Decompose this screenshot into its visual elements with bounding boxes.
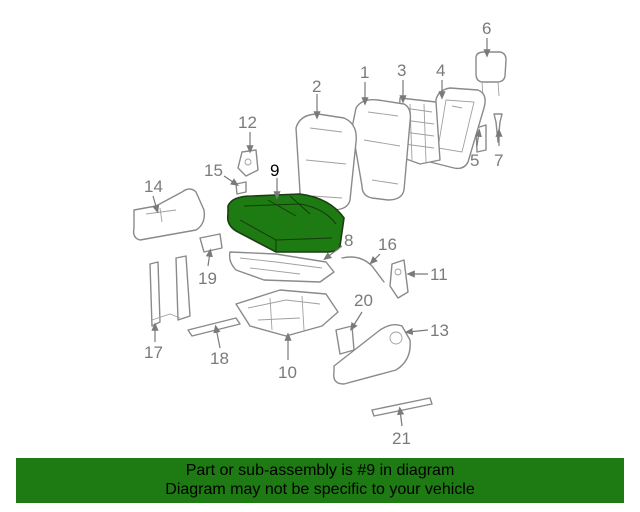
callout-6[interactable]: 6 [482,19,491,38]
callout-17[interactable]: 17 [144,343,163,362]
part-15-clip[interactable] [235,181,247,195]
banner-line-disclaimer: Diagram may not be specific to your vehi… [165,481,475,498]
callout-1[interactable]: 1 [360,63,369,82]
part-17-rail[interactable] [149,255,191,327]
leader-lines [151,38,503,427]
part-13-side-trim[interactable] [333,323,411,385]
callout-16[interactable]: 16 [378,235,397,254]
part-5-bracket[interactable] [475,124,487,153]
callout-19[interactable]: 19 [198,269,217,288]
callout-3[interactable]: 3 [397,61,406,80]
part-9-seat-cushion[interactable] [226,193,345,253]
part-19-bracket[interactable] [199,233,223,253]
callout-20[interactable]: 20 [354,291,373,310]
part-16-cable[interactable] [341,256,385,283]
part-10-seat-track[interactable] [235,289,339,337]
part-8-cushion-frame[interactable] [228,251,335,283]
callout-21[interactable]: 21 [392,429,411,448]
part-18-link[interactable] [187,317,241,337]
callout-8[interactable]: 8 [344,231,353,250]
part-4-seatback-frame[interactable] [429,87,486,170]
part-12-hinge[interactable] [237,149,259,177]
banner-line-part: Part or sub-assembly is #9 in diagram [185,462,455,479]
callout-labels: 1 2 3 4 5 6 7 8 9 10 11 12 13 14 15 16 1… [144,19,503,448]
seat-parts-diagram: 1 2 3 4 5 6 7 8 9 10 11 12 13 14 15 16 1… [132,19,507,448]
part-6-headrest[interactable] [475,51,507,97]
part-20-latch[interactable] [335,325,355,355]
callout-9[interactable]: 9 [270,161,279,180]
part-1-seatback-cover[interactable] [351,98,412,201]
callout-5[interactable]: 5 [470,151,479,170]
info-banner: Part or sub-assembly is #9 in diagram Di… [16,458,624,503]
callout-2[interactable]: 2 [312,77,321,96]
callout-18[interactable]: 18 [210,349,229,368]
callout-13[interactable]: 13 [430,321,449,340]
callout-12[interactable]: 12 [238,113,257,132]
callout-7[interactable]: 7 [494,151,503,170]
part-14-side-shield[interactable] [132,188,206,241]
callout-11[interactable]: 11 [430,265,448,284]
part-11-recliner[interactable] [389,259,409,299]
part-7-guide[interactable] [493,113,503,143]
callout-4[interactable]: 4 [436,61,445,80]
part-21-rail-link[interactable] [371,397,433,417]
callout-14[interactable]: 14 [144,177,163,196]
callout-15[interactable]: 15 [204,161,223,180]
callout-10[interactable]: 10 [278,363,297,382]
